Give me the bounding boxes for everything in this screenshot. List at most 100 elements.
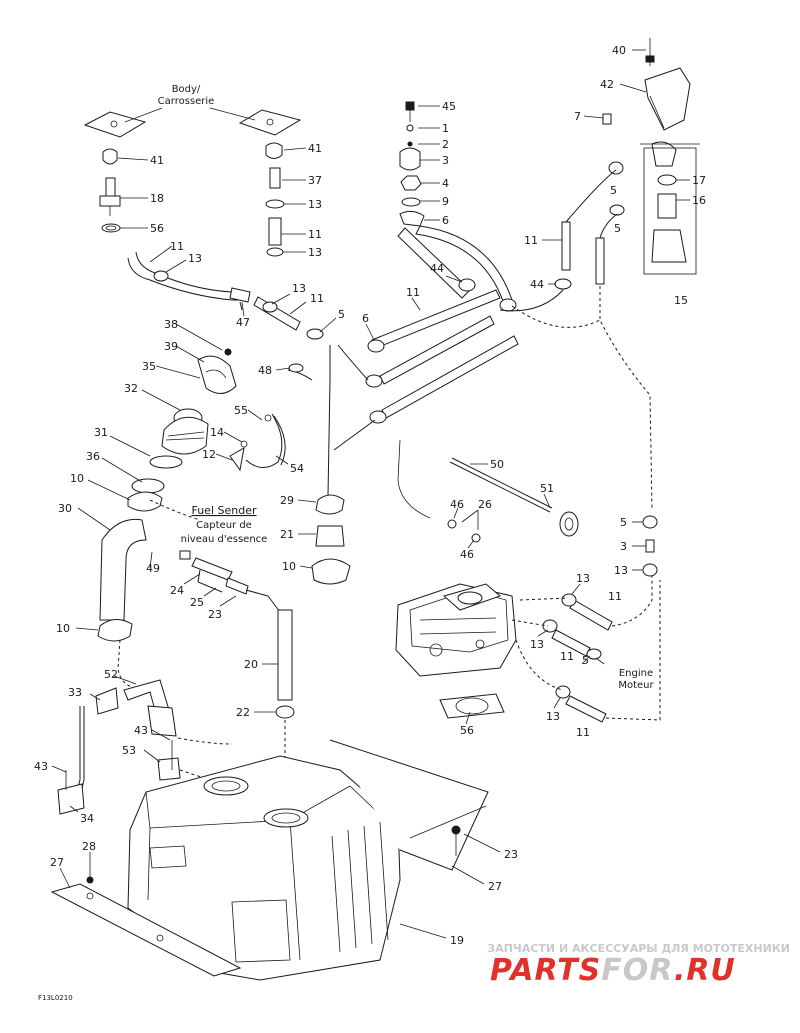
callout-25: 25 (190, 596, 204, 609)
callout-24: 24 (170, 584, 184, 597)
callout-11: 11 (170, 240, 184, 253)
watermark-logo: PARTSFOR.RU (490, 953, 736, 988)
callout-45: 45 (442, 100, 456, 113)
callout-41: 41 (150, 154, 164, 167)
watermark-logo-for: FOR (601, 953, 674, 988)
callout-28: 28 (82, 840, 96, 853)
callout-18: 18 (150, 192, 164, 205)
callout-11: 11 (608, 590, 622, 603)
callout-29: 29 (280, 494, 294, 507)
callout-36: 36 (86, 450, 100, 463)
callout-39: 39 (164, 340, 178, 353)
callout-55: 55 (234, 404, 248, 417)
callout-33: 33 (68, 686, 82, 699)
callout-11: 11 (560, 650, 574, 663)
callout-12: 12 (202, 448, 216, 461)
callout-10: 10 (56, 622, 70, 635)
callout-26: 26 (478, 498, 492, 511)
fuel-tank (50, 739, 489, 981)
leader-lines (51, 49, 690, 939)
callout-22: 22 (236, 706, 250, 719)
callout-35: 35 (142, 360, 156, 373)
label-fuel-sender-fr2: niveau d'essence (181, 534, 268, 545)
callout-34: 34 (80, 812, 94, 825)
callout-10: 10 (70, 472, 84, 485)
callout-27: 27 (50, 856, 64, 869)
callout-30: 30 (58, 502, 72, 515)
callout-2: 2 (442, 138, 449, 151)
callout-46: 46 (460, 548, 474, 561)
callout-10: 10 (282, 560, 296, 573)
label-fuel-sender-en: Fuel Sender (191, 504, 256, 517)
watermark-logo-ru: .RU (674, 953, 736, 988)
callout-13: 13 (308, 198, 322, 211)
callout-49: 49 (146, 562, 160, 575)
label-body-en: Body/ (172, 84, 201, 95)
callout-48: 48 (258, 364, 272, 377)
callout-13: 13 (188, 252, 202, 265)
carburetor-assembly (395, 439, 661, 723)
fuel-pump-bracket-assembly (499, 38, 700, 511)
callout-5: 5 (338, 308, 345, 321)
callout-44: 44 (430, 262, 444, 275)
callout-11: 11 (576, 726, 590, 739)
callout-53: 53 (122, 744, 136, 757)
callout-5: 5 (582, 654, 589, 667)
callout-13: 13 (614, 564, 628, 577)
callout-20: 20 (244, 658, 258, 671)
callout-27: 27 (488, 880, 502, 893)
callout-23: 23 (208, 608, 222, 621)
label-engine-fr: Moteur (618, 680, 654, 691)
callout-16: 16 (692, 194, 706, 207)
callout-41: 41 (308, 142, 322, 155)
text-labels: Body/ Carrosserie Fuel Sender Capteur de… (38, 84, 655, 1002)
callout-43: 43 (34, 760, 48, 773)
callout-11: 11 (308, 228, 322, 241)
callout-56: 56 (460, 724, 474, 737)
callout-1: 1 (442, 122, 449, 135)
callout-51: 51 (540, 482, 554, 495)
callout-5: 5 (614, 222, 621, 235)
callout-5: 5 (610, 184, 617, 197)
callout-19: 19 (450, 934, 464, 947)
callout-13: 13 (308, 246, 322, 259)
callout-46: 46 (450, 498, 464, 511)
callout-numbers: 40 42 7 45 1 2 3 4 9 6 17 16 5 5 11 44 4… (34, 44, 706, 947)
callout-54: 54 (290, 462, 304, 475)
callout-44: 44 (530, 278, 544, 291)
callout-5: 5 (620, 516, 627, 529)
drawing-code: F13L0210 (38, 994, 73, 1002)
fuel-sender-assembly (179, 494, 351, 790)
callout-13: 13 (546, 710, 560, 723)
callout-50: 50 (490, 458, 504, 471)
body-mount-assembly-left (83, 107, 324, 340)
watermark-tagline: ЗАПЧАСТИ И АКСЕССУАРЫ ДЛЯ МОТОТЕХНИКИ (487, 942, 790, 955)
callout-11: 11 (406, 286, 420, 299)
callout-31: 31 (94, 426, 108, 439)
fuel-valve-stack (397, 101, 517, 312)
callout-42: 42 (600, 78, 614, 91)
tank-bracket-assembly (57, 679, 237, 815)
callout-56: 56 (150, 222, 164, 235)
callout-32: 32 (124, 382, 138, 395)
callout-3: 3 (620, 540, 627, 553)
callout-38: 38 (164, 318, 178, 331)
callout-13: 13 (292, 282, 306, 295)
watermark: ЗАПЧАСТИ И АКСЕССУАРЫ ДЛЯ МОТОТЕХНИКИ PA… (487, 942, 790, 988)
callout-21: 21 (280, 528, 294, 541)
callout-52: 52 (104, 668, 118, 681)
callout-23: 23 (504, 848, 518, 861)
callout-43: 43 (134, 724, 148, 737)
fuel-line-tubes (327, 289, 601, 496)
watermark-logo-parts: PARTS (490, 953, 601, 988)
callout-6: 6 (442, 214, 449, 227)
callout-11: 11 (524, 234, 538, 247)
callout-4: 4 (442, 177, 449, 190)
callout-6: 6 (362, 312, 369, 325)
filler-neck-assembly (97, 348, 313, 691)
callout-47: 47 (236, 316, 250, 329)
callout-17: 17 (692, 174, 706, 187)
callout-13: 13 (530, 638, 544, 651)
callout-11: 11 (310, 292, 324, 305)
